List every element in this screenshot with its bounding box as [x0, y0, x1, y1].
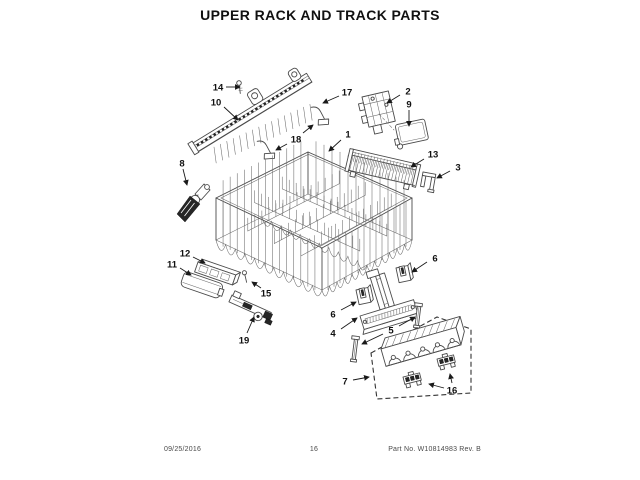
page-title: UPPER RACK AND TRACK PARTS — [200, 7, 440, 23]
callout-number-17: 17 — [342, 87, 353, 98]
callout-number-14: 14 — [213, 82, 224, 93]
adjuster-cover-plate — [394, 118, 429, 150]
adjuster-track-assembly — [380, 315, 465, 367]
callout-2-3: 2 — [386, 86, 411, 104]
callout-number-1: 1 — [345, 129, 351, 140]
track-rail — [187, 67, 313, 156]
callout-number-4: 4 — [330, 328, 336, 339]
callout-9-4: 9 — [406, 99, 412, 127]
callout-number-6: 6 — [330, 309, 335, 320]
roller-wheel-assembly — [176, 183, 211, 223]
plate-slot-hatch — [366, 305, 410, 324]
callout-1-6: 1 — [328, 129, 351, 152]
track-rollers — [384, 318, 460, 365]
callout-12-10: 12 — [180, 248, 206, 264]
callout-number-2: 2 — [405, 86, 410, 97]
callout-6-15: 6 — [330, 301, 357, 320]
callout-18-5: 18 — [275, 124, 314, 151]
handle-cover — [180, 271, 225, 299]
callout-number-8: 8 — [179, 158, 184, 169]
callout-19-13: 19 — [239, 316, 255, 346]
rail-stop-clip — [256, 140, 276, 160]
callout-6-14: 6 — [411, 253, 438, 273]
callout-11-11: 11 — [167, 259, 192, 276]
handle-frame — [194, 258, 241, 286]
footer-page-number: 16 — [309, 446, 319, 453]
rail-end-cap — [187, 140, 200, 156]
mounting-pin — [413, 302, 423, 329]
upper-rack — [215, 141, 413, 297]
callout-17-2: 17 — [322, 87, 353, 104]
mounting-pin — [349, 335, 360, 363]
callout-7-18: 7 — [342, 375, 370, 387]
callout-4-16: 4 — [330, 317, 358, 339]
footer-part-number: Part No. W10814983 Rev. B — [388, 446, 481, 453]
flatware-basket — [344, 148, 422, 191]
callout-14-0: 14 — [213, 82, 241, 93]
callout-number-13: 13 — [428, 149, 439, 160]
callout-13-7: 13 — [410, 149, 439, 168]
rack-adjuster-bracket — [358, 90, 396, 135]
callout-3-8: 3 — [436, 162, 461, 179]
rack-latch-assembly — [228, 290, 273, 326]
fold-down-tine-row — [213, 104, 313, 164]
track-mounting-plate — [359, 268, 419, 335]
callout-15-12: 15 — [251, 281, 272, 299]
callout-number-10: 10 — [211, 97, 222, 108]
callout-number-12: 12 — [180, 248, 191, 259]
callout-number-11: 11 — [167, 259, 178, 270]
callout-number-7: 7 — [342, 376, 347, 387]
callout-number-3: 3 — [455, 162, 460, 173]
handle-screw — [241, 270, 248, 283]
rail-perforations — [196, 79, 305, 147]
callout-10-1: 10 — [211, 97, 239, 121]
basket-clip — [420, 171, 437, 194]
kit-clip — [402, 370, 422, 389]
footer-date: 09/25/2016 — [164, 446, 202, 453]
callout-number-16: 16 — [447, 385, 458, 396]
basket-mesh — [349, 152, 417, 185]
callout-number-6: 6 — [432, 253, 437, 264]
assembly-reference-line — [378, 113, 395, 131]
rail-stop-clip — [310, 106, 330, 126]
callout-8-9: 8 — [179, 158, 189, 186]
callout-number-9: 9 — [406, 99, 411, 110]
callout-5-17: 5 — [361, 316, 416, 345]
callout-number-19: 19 — [239, 335, 250, 346]
track-clip — [355, 284, 374, 306]
callout-number-15: 15 — [261, 288, 272, 299]
kit-clip — [436, 352, 456, 371]
callout-number-18: 18 — [291, 134, 302, 145]
callout-16-19: 16 — [428, 373, 458, 396]
callout-number-5: 5 — [388, 325, 394, 336]
track-clip — [395, 262, 414, 284]
